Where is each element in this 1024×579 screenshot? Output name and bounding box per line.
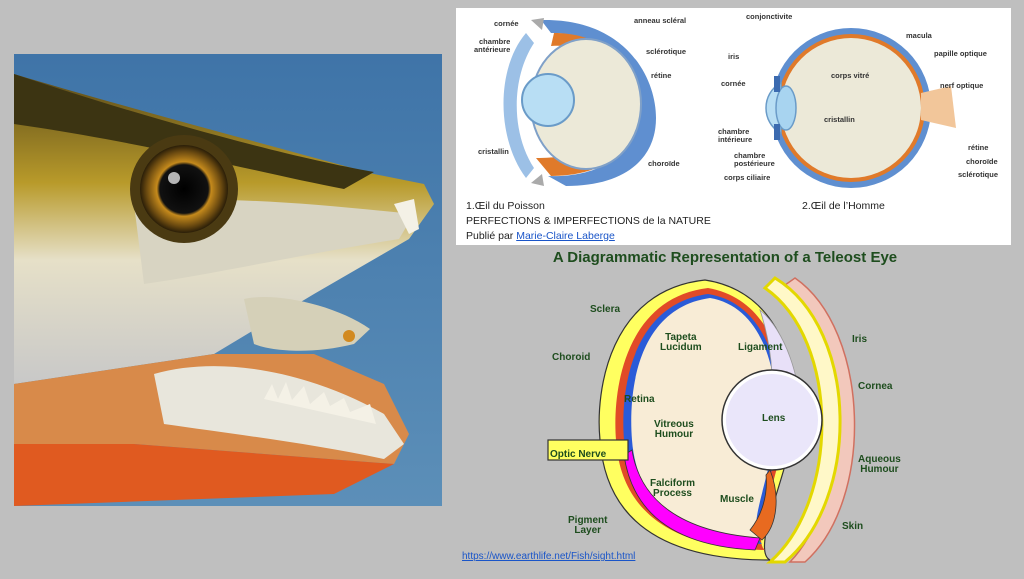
label-choroide-fish: choroïde bbox=[648, 159, 680, 168]
label-nerf-optique: nerf optique bbox=[940, 81, 984, 90]
label-optic-nerve: Optic Nerve bbox=[550, 449, 607, 460]
label-iris: iris bbox=[728, 52, 740, 61]
label-ligament: Ligament bbox=[738, 342, 783, 353]
human-eye-drawing bbox=[765, 28, 956, 188]
label-sclerotique-fish: sclérotique bbox=[646, 47, 687, 56]
label-chambre-interieure: chambre intérieure bbox=[718, 127, 753, 144]
label-cornea: Cornea bbox=[858, 381, 893, 392]
label-sclerotique-human: sclérotique bbox=[958, 170, 999, 179]
caption-published: Publié par Marie-Claire Laberge bbox=[466, 230, 615, 242]
label-cristallin-human: cristallin bbox=[824, 115, 855, 124]
teleost-diagram-title: A Diagrammatic Representation of a Teleo… bbox=[552, 249, 898, 266]
label-muscle: Muscle bbox=[720, 494, 754, 505]
label-pigment-layer: Pigment Layer bbox=[568, 515, 608, 536]
label-cornee-fish: cornée bbox=[494, 19, 519, 28]
label-retina: Retina bbox=[624, 394, 655, 405]
label-choroid: Choroid bbox=[552, 352, 591, 363]
label-anneau-scleral: anneau scléral bbox=[634, 16, 687, 25]
label-skin: Skin bbox=[842, 521, 864, 532]
label-falciform-process: Falciform Process bbox=[650, 478, 696, 499]
caption-fish-eye: 1.Œil du Poisson bbox=[466, 200, 545, 212]
caption-title: PERFECTIONS & IMPERFECTIONS de la NATURE bbox=[466, 215, 711, 227]
fish-head-photo bbox=[14, 54, 442, 506]
label-lens: Lens bbox=[762, 413, 786, 424]
source-url-link[interactable]: https://www.earthlife.net/Fish/sight.htm… bbox=[462, 551, 636, 562]
label-cristallin-fish: cristallin bbox=[478, 147, 509, 156]
label-retine-fish: rétine bbox=[651, 71, 672, 80]
label-corps-vitre: corps vitré bbox=[831, 71, 870, 80]
teleost-eye-drawing bbox=[547, 276, 856, 564]
label-conjonctivite: conjonctivite bbox=[746, 12, 793, 21]
label-macula: macula bbox=[906, 31, 932, 40]
label-corps-ciliaire: corps ciliaire bbox=[724, 173, 771, 182]
label-choroide-human: choroïde bbox=[966, 157, 998, 166]
label-chambre-posterieure: chambre postérieure bbox=[734, 151, 775, 168]
label-retine-human: rétine bbox=[968, 143, 989, 152]
label-sclera: Sclera bbox=[590, 304, 621, 315]
label-cornee-human: cornée bbox=[721, 79, 746, 88]
fish-eye-drawing bbox=[503, 18, 656, 186]
caption-human-eye: 2.Œil de l’Homme bbox=[802, 200, 885, 212]
label-iris: Iris bbox=[852, 334, 868, 345]
label-chambre-anterieure: chambre antérieure bbox=[474, 37, 511, 54]
author-link[interactable]: Marie-Claire Laberge bbox=[516, 230, 615, 242]
label-vitreous-humour: Vitreous Humour bbox=[654, 419, 694, 440]
label-tapeta-lucidum: Tapeta Lucidum bbox=[660, 332, 702, 353]
label-aqueous-humour: Aqueous Humour bbox=[858, 454, 901, 475]
label-papille-optique: papille optique bbox=[934, 49, 987, 58]
fish-vs-human-eye-diagram: cornée chambre antérieure anneau scléral… bbox=[456, 8, 1011, 245]
